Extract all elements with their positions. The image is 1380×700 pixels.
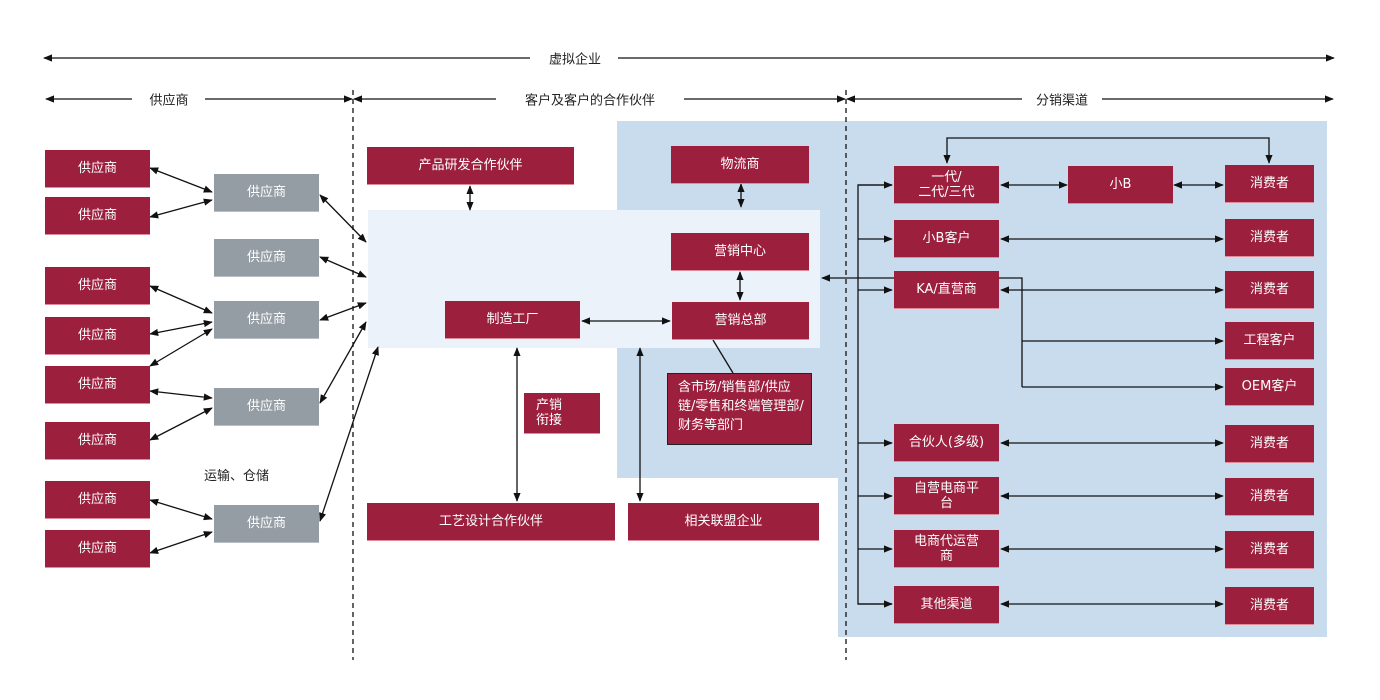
consumer: 消费者 bbox=[1225, 165, 1314, 203]
supplier-tier2: 供应商 bbox=[45, 530, 150, 568]
consumer: 消费者 bbox=[1225, 587, 1314, 625]
production-sales-link: 产销 衔接 bbox=[524, 393, 600, 434]
rd-partner: 产品研发合作伙伴 bbox=[367, 147, 574, 185]
header-suppliers: 供应商 bbox=[141, 89, 197, 109]
supplier-tier2: 供应商 bbox=[45, 422, 150, 460]
channel-partner-multi: 合伙人(多级) bbox=[894, 424, 999, 462]
consumer: 消费者 bbox=[1225, 219, 1314, 257]
supplier-tier1: 供应商 bbox=[214, 301, 319, 339]
consumer: 消费者 bbox=[1225, 478, 1314, 516]
supplier-tier1: 供应商 bbox=[214, 174, 319, 212]
supplier-tier2: 供应商 bbox=[45, 366, 150, 404]
channel-other: 其他渠道 bbox=[894, 586, 999, 624]
channel-small-b-customer: 小B客户 bbox=[894, 220, 999, 258]
supplier-tier1: 供应商 bbox=[214, 239, 319, 277]
hq-departments-note: 含市场/销售部/供应链/零售和终端管理部/财务等部门 bbox=[667, 373, 812, 445]
channel-ka-direct: KA/直营商 bbox=[894, 271, 999, 309]
consumer: 消费者 bbox=[1225, 271, 1314, 309]
transport-storage-note: 运输、仓储 bbox=[204, 469, 270, 484]
channel-ecommerce-operator: 电商代运营 商 bbox=[894, 530, 999, 568]
engineering-customer: 工程客户 bbox=[1225, 322, 1314, 360]
marketing-headquarters: 营销总部 bbox=[672, 302, 809, 340]
supplier-tier2: 供应商 bbox=[45, 481, 150, 519]
header-customers-partners: 客户及客户的合作伙伴 bbox=[516, 89, 664, 109]
oem-customer: OEM客户 bbox=[1225, 368, 1314, 406]
logistics-provider: 物流商 bbox=[671, 146, 809, 184]
manufacturing-plant: 制造工厂 bbox=[445, 301, 580, 339]
process-design-partner: 工艺设计合作伙伴 bbox=[367, 503, 615, 541]
supplier-tier2: 供应商 bbox=[45, 150, 150, 188]
header-virtual-enterprise: 虚拟企业 bbox=[540, 48, 610, 68]
alliance-enterprises: 相关联盟企业 bbox=[628, 503, 819, 541]
supplier-tier2: 供应商 bbox=[45, 197, 150, 235]
supplier-tier1: 供应商 bbox=[214, 505, 319, 543]
channel-agents: 一代/ 二代/三代 bbox=[894, 166, 999, 204]
supplier-tier2: 供应商 bbox=[45, 267, 150, 305]
header-distribution: 分销渠道 bbox=[1027, 89, 1097, 109]
supplier-tier1: 供应商 bbox=[214, 388, 319, 426]
consumer: 消费者 bbox=[1225, 531, 1314, 569]
marketing-center: 营销中心 bbox=[671, 233, 809, 271]
consumer: 消费者 bbox=[1225, 425, 1314, 463]
channel-own-ecommerce: 自营电商平 台 bbox=[894, 477, 999, 515]
channel-small-b: 小B bbox=[1068, 166, 1173, 204]
supplier-tier2: 供应商 bbox=[45, 317, 150, 355]
